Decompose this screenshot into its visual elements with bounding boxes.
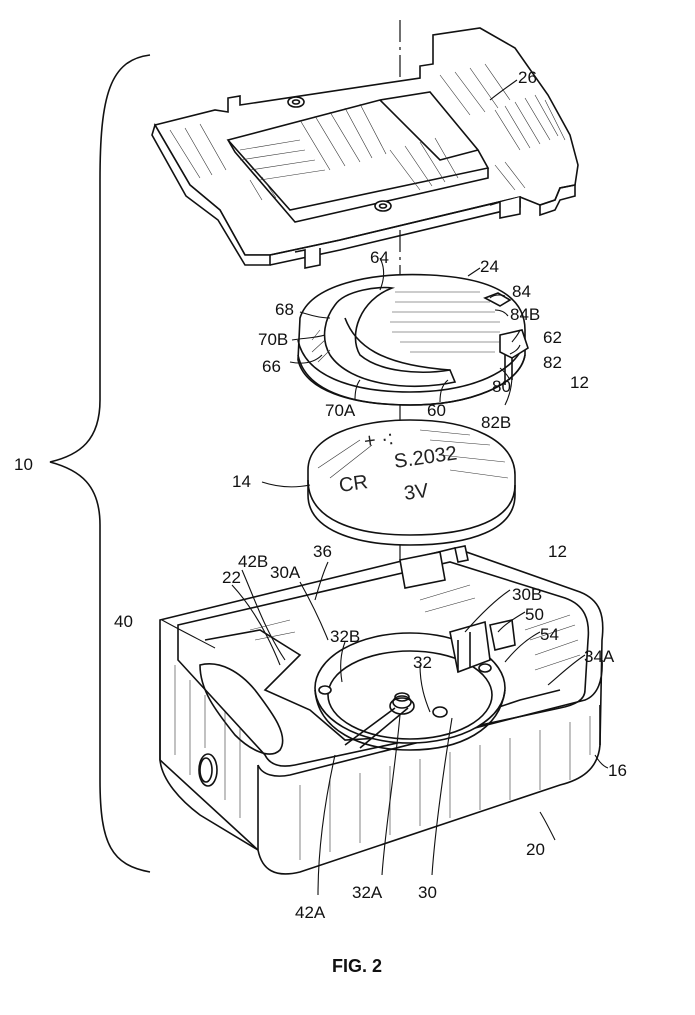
label-30A: 30A xyxy=(270,563,301,582)
label-20: 20 xyxy=(526,840,545,859)
label-10: 10 xyxy=(14,455,33,474)
label-68: 68 xyxy=(275,300,294,319)
label-14: 14 xyxy=(232,472,251,491)
label-22: 22 xyxy=(222,568,241,587)
label-34A: 34A xyxy=(584,647,615,666)
label-12-mid: 12 xyxy=(548,542,567,561)
label-64: 64 xyxy=(370,248,389,267)
label-60: 60 xyxy=(427,401,446,420)
label-32B: 32B xyxy=(330,627,360,646)
label-32: 32 xyxy=(413,653,432,672)
battery-14: + ·: S.2032 CR 3V xyxy=(308,420,515,545)
svg-text:3V: 3V xyxy=(403,480,431,505)
label-82B: 82B xyxy=(481,413,511,432)
label-54: 54 xyxy=(540,625,559,644)
label-32A: 32A xyxy=(352,883,383,902)
label-42B: 42B xyxy=(238,552,268,571)
label-70B: 70B xyxy=(258,330,288,349)
label-84B: 84B xyxy=(510,305,540,324)
label-66: 66 xyxy=(262,357,281,376)
label-30: 30 xyxy=(418,883,437,902)
label-50: 50 xyxy=(525,605,544,624)
svg-text:CR: CR xyxy=(338,471,370,497)
label-26: 26 xyxy=(518,68,537,87)
label-70A: 70A xyxy=(325,401,356,420)
label-80: 80 xyxy=(492,377,511,396)
label-24: 24 xyxy=(480,257,499,276)
figure-caption: FIG. 2 xyxy=(332,956,382,976)
label-62: 62 xyxy=(543,328,562,347)
label-82: 82 xyxy=(543,353,562,372)
svg-text:+ ·:: + ·: xyxy=(363,427,395,453)
lid-26 xyxy=(152,28,578,268)
label-30B: 30B xyxy=(512,585,542,604)
label-36: 36 xyxy=(313,542,332,561)
label-12-top: 12 xyxy=(570,373,589,392)
assembly-brace xyxy=(50,55,150,872)
label-40: 40 xyxy=(114,612,133,631)
label-84: 84 xyxy=(512,282,531,301)
label-42A: 42A xyxy=(295,903,326,922)
label-16: 16 xyxy=(608,761,627,780)
